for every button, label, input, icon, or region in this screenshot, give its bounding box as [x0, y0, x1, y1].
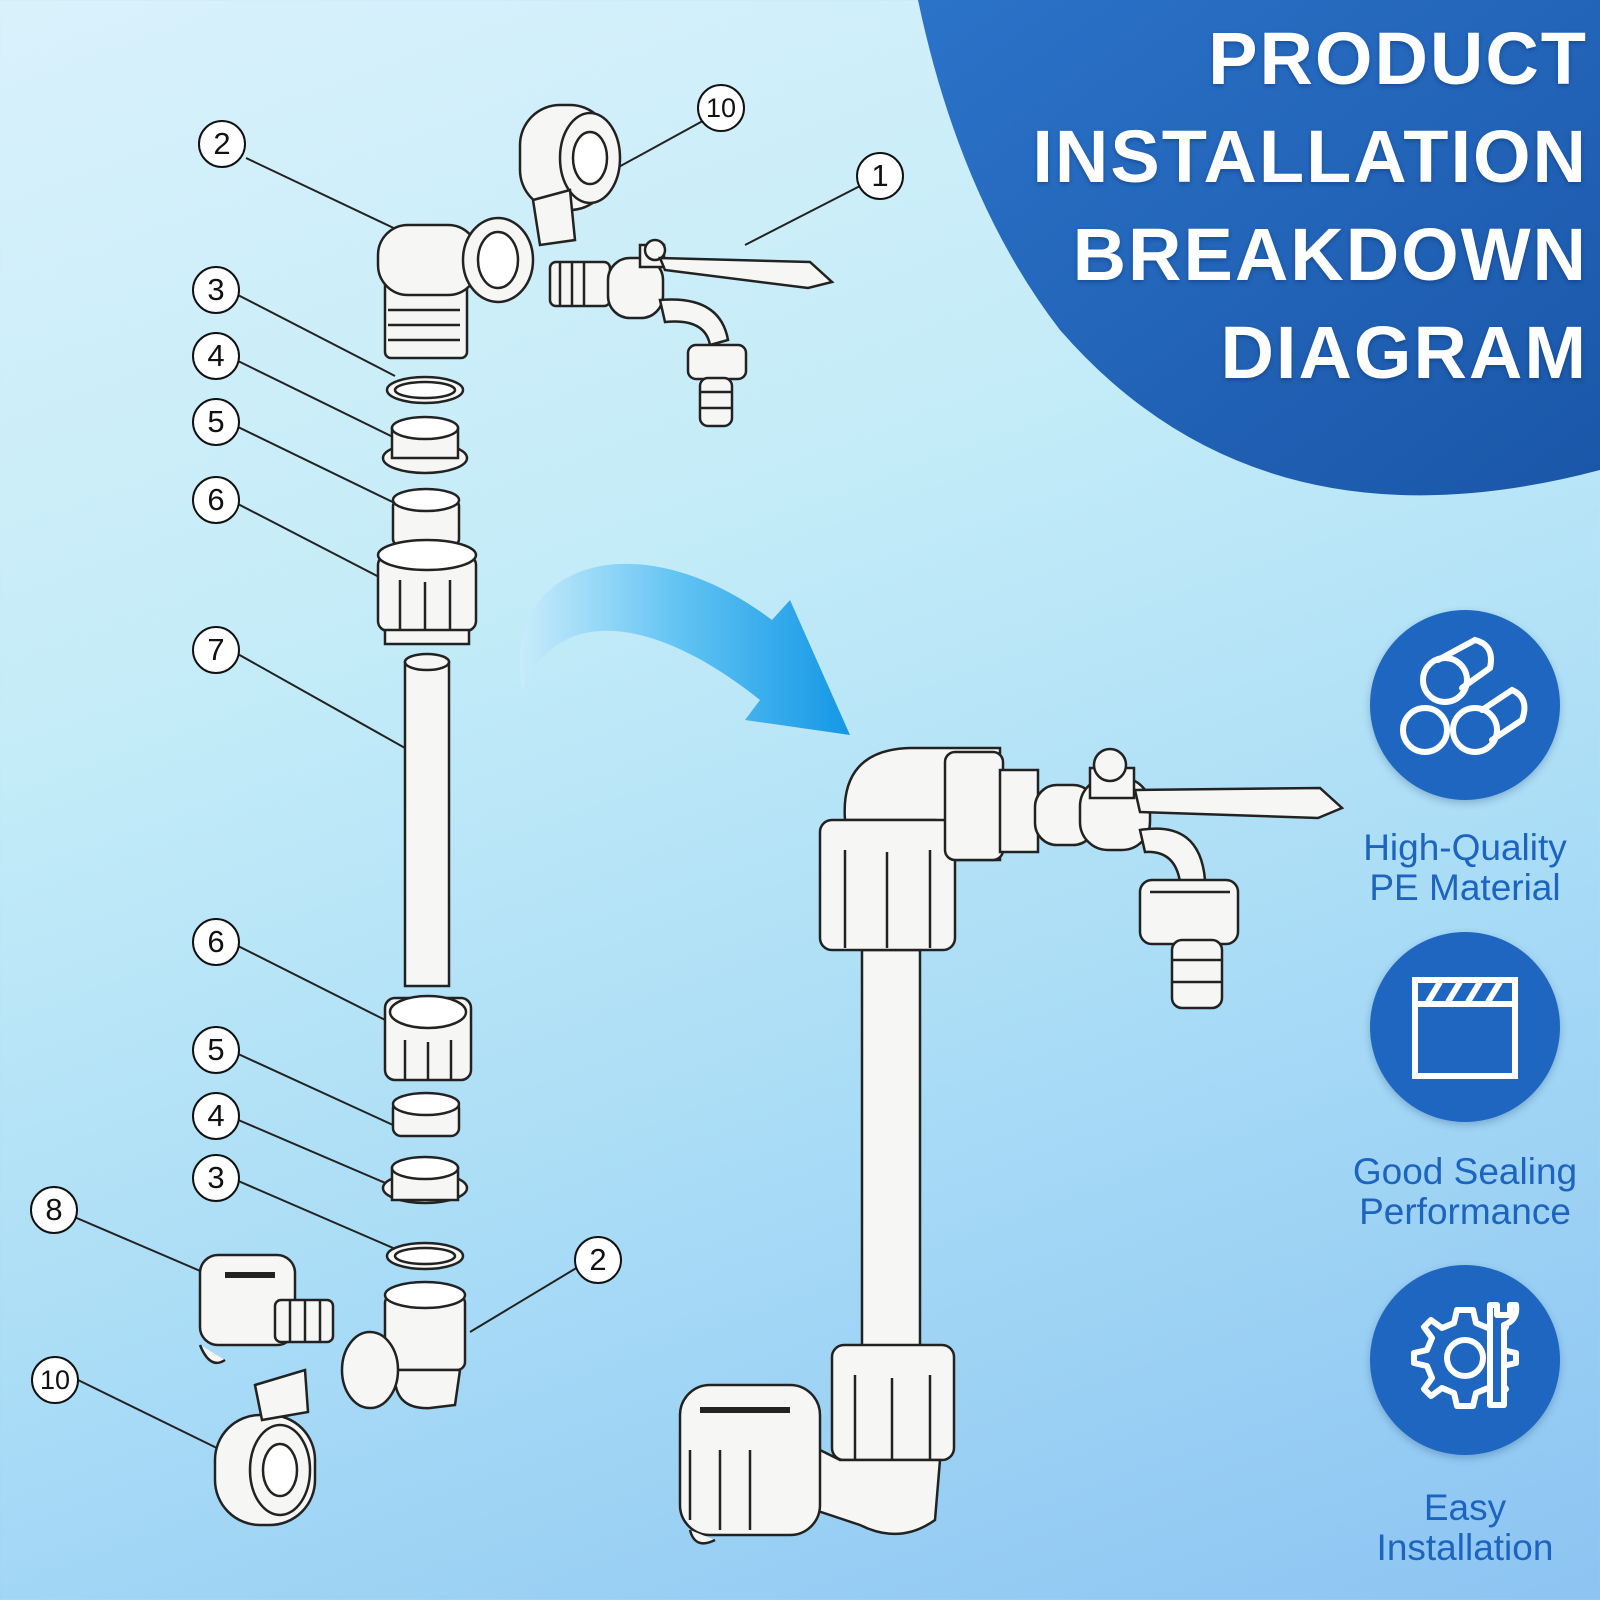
- callout-10-bottom: 10: [31, 1356, 79, 1404]
- feature-label-sealing: Good Sealing Performance: [1320, 1152, 1600, 1232]
- part-5-top: [391, 487, 461, 547]
- feature-icon-sealing: [1370, 932, 1560, 1122]
- feature-icon-installation: [1370, 1265, 1560, 1455]
- callout-6-top: 6: [192, 476, 240, 524]
- pipes-icon: [1400, 636, 1528, 755]
- feature-installation-line2: Installation: [1376, 1527, 1554, 1568]
- title-line-4: DIAGRAM: [1220, 311, 1588, 394]
- callout-2-top: 2: [198, 120, 246, 168]
- part-1-valve: [548, 238, 835, 428]
- part-3-bottom: [385, 1241, 465, 1271]
- callout-5-bottom: 5: [192, 1026, 240, 1074]
- part-8-adapter: [198, 1253, 335, 1365]
- part-2-bottom-elbow: [340, 1280, 467, 1410]
- callout-8: 8: [30, 1186, 78, 1234]
- part-3-top: [385, 375, 465, 405]
- feature-sealing-line2: Performance: [1359, 1191, 1571, 1232]
- callout-4-bottom: 4: [192, 1092, 240, 1140]
- feature-material-line1: High-Quality: [1363, 827, 1567, 868]
- seal-box-icon: [1412, 977, 1518, 1079]
- callout-1: 1: [856, 152, 904, 200]
- leader-lines: [64, 116, 861, 1453]
- callout-4-top: 4: [192, 332, 240, 380]
- callout-3-top: 3: [192, 266, 240, 314]
- part-10-top: [518, 103, 622, 247]
- callout-2-bottom: 2: [574, 1236, 622, 1284]
- feature-installation-line1: Easy: [1423, 1487, 1507, 1528]
- callout-5-top: 5: [192, 398, 240, 446]
- feature-label-installation: Easy Installation: [1320, 1488, 1600, 1568]
- part-2-top-elbow: [376, 216, 535, 360]
- callout-7: 7: [192, 626, 240, 674]
- exploded-parts: [64, 103, 861, 1527]
- feature-sealing-line1: Good Sealing: [1352, 1151, 1578, 1192]
- title-line-2: INSTALLATION: [1032, 115, 1588, 198]
- title-line-3: BREAKDOWN: [1072, 213, 1588, 296]
- part-10-bottom: [213, 1368, 317, 1527]
- feature-material-line2: PE Material: [1369, 867, 1561, 908]
- feature-icon-material: [1370, 610, 1560, 800]
- part-5-bottom: [391, 1091, 461, 1138]
- part-6-bottom: [383, 994, 473, 1082]
- part-6-top: [376, 538, 478, 646]
- part-7-pipe: [403, 652, 451, 988]
- part-4-bottom: [381, 1155, 469, 1205]
- title-line-1: PRODUCT: [1208, 17, 1588, 100]
- feature-label-material: High-Quality PE Material: [1320, 828, 1600, 908]
- assembled-unit: [678, 746, 1345, 1545]
- gear-wrench-icon: [1411, 1302, 1520, 1409]
- assembly-arrow: [519, 563, 850, 735]
- callout-10-top: 10: [697, 84, 745, 132]
- callout-3-bottom: 3: [192, 1154, 240, 1202]
- part-4-top: [381, 415, 469, 475]
- callout-6-bottom: 6: [192, 918, 240, 966]
- title-banner: [918, 0, 1600, 496]
